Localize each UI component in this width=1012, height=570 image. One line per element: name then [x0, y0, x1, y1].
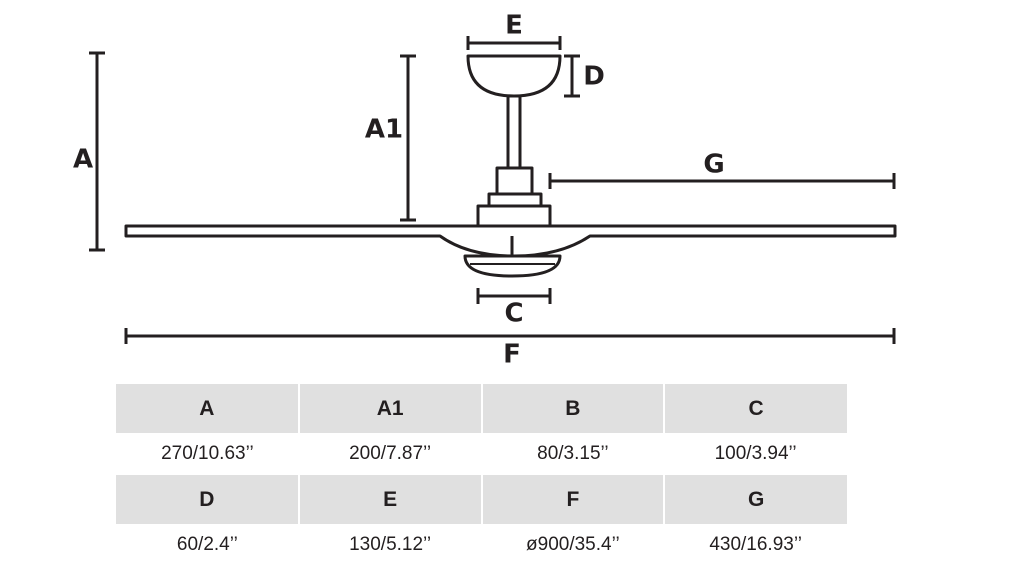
table-header-cell: B	[481, 384, 666, 433]
table-value-cell: 130/5.12’’	[349, 534, 432, 555]
table-value-cell: 270/10.63’’	[161, 443, 254, 464]
table-header-cell: G	[664, 475, 847, 524]
label-g: G	[703, 150, 724, 180]
dimension-line-a	[89, 51, 105, 252]
table-value-row: 270/10.63’’ 200/7.87’’ 80/3.15’’ 100/3.9…	[116, 433, 847, 475]
table-value-cell: ø900/35.4’’	[526, 534, 620, 555]
table-value-cell: 60/2.4’’	[176, 534, 238, 555]
table-header-cell: D	[116, 475, 300, 524]
fan-downrod	[506, 94, 522, 170]
table-header-cell: A1	[298, 384, 483, 433]
table-value-row: 60/2.4’’ 130/5.12’’ ø900/35.4’’ 430/16.9…	[116, 524, 847, 566]
table-value-cell: 80/3.15’’	[537, 443, 609, 464]
fan-light-kit	[463, 254, 562, 278]
table-value-cell: 100/3.94’’	[714, 443, 797, 464]
dimension-line-f	[124, 328, 896, 344]
dimension-line-d	[564, 54, 580, 98]
table-header-cell: F	[481, 475, 666, 524]
dimension-line-c	[476, 288, 552, 304]
table-header-row: A A1 B C	[116, 384, 847, 433]
label-a: A	[73, 145, 93, 175]
table-value-cell: 200/7.87’’	[349, 443, 432, 464]
dimension-line-g	[548, 173, 896, 189]
table-header-cell: E	[298, 475, 483, 524]
table-header-cell: C	[664, 384, 847, 433]
label-d: D	[583, 62, 605, 92]
label-c: C	[504, 299, 523, 329]
dimension-line-a1	[400, 54, 416, 222]
dimension-line-e	[466, 36, 562, 50]
table-header-cell: A	[116, 384, 300, 433]
fan-motor-middle	[487, 192, 543, 208]
fan-canopy	[466, 54, 562, 98]
label-e: E	[505, 11, 523, 41]
table-header-row: D E F G	[116, 475, 847, 524]
ceiling-fan-dimension-diagram: A A1 E D G C F	[73, 11, 897, 370]
dimensions-table: A A1 B C 270/10.63’’ 200/7.87’’ 80/3.15’…	[116, 384, 847, 566]
table-value-cell: 430/16.93’’	[709, 534, 802, 555]
fan-motor-top	[495, 166, 534, 196]
fan-motor-base	[476, 204, 552, 228]
label-a1: A1	[365, 115, 403, 145]
label-f: F	[503, 340, 521, 370]
